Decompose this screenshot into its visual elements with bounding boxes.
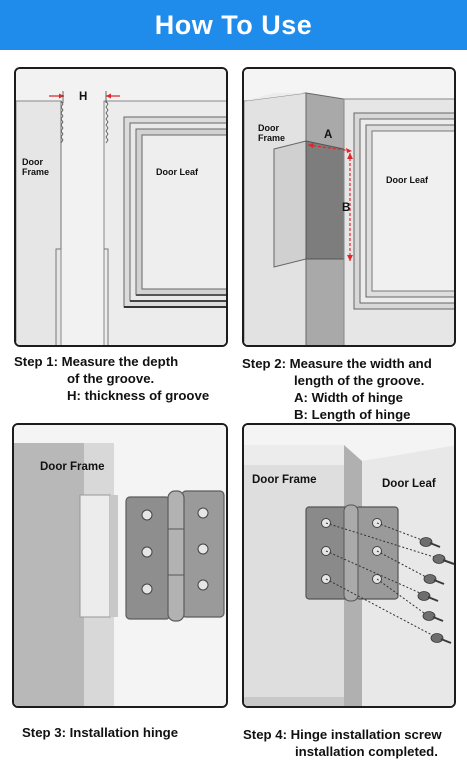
label-door-leaf-2: Door Leaf bbox=[386, 175, 429, 185]
step4-line1: Step 4: Hinge installation screw bbox=[243, 727, 442, 742]
panel-step3-illustration: Door Frame bbox=[12, 423, 228, 708]
label-door-leaf-4: Door Leaf bbox=[382, 478, 436, 490]
step2-line3: A: Width of hinge bbox=[294, 390, 404, 405]
step4-caption: Step 4: Hinge installation screw install… bbox=[243, 726, 442, 760]
step1-line1: Step 1: Measure the depth bbox=[14, 354, 179, 369]
header-banner: How To Use bbox=[0, 0, 467, 50]
page-title: How To Use bbox=[154, 9, 313, 40]
step1-line2: of the groove. bbox=[67, 371, 155, 386]
groove-depth-diagram bbox=[16, 69, 226, 345]
label-door-frame-2: Door Frame bbox=[258, 123, 285, 144]
step3-caption: Step 3: Installation hinge bbox=[22, 724, 178, 741]
step2-line1: Step 2: Measure the width and bbox=[242, 356, 432, 371]
screw-installation-diagram bbox=[244, 425, 454, 706]
label-door-frame-3: Door Frame bbox=[40, 461, 105, 473]
panel-step4-illustration: Door Frame Door Leaf bbox=[242, 423, 456, 708]
panel-step1-illustration: H Door Frame Door Leaf bbox=[14, 67, 228, 347]
label-door-frame-1-line1: Door bbox=[22, 157, 43, 167]
step4-line2: installation completed. bbox=[295, 744, 438, 759]
label-h: H bbox=[79, 91, 88, 103]
panel-step2-illustration: Door Frame A B Door Leaf bbox=[242, 67, 456, 347]
label-door-leaf-1: Door Leaf bbox=[156, 167, 199, 177]
step2-caption: Step 2: Measure the width and length of … bbox=[242, 355, 432, 423]
label-door-frame-1-line2: Frame bbox=[22, 167, 50, 178]
groove-size-diagram bbox=[244, 69, 454, 345]
step2-line2: length of the groove. bbox=[294, 373, 425, 388]
step2-line4: B: Length of hinge bbox=[294, 407, 411, 422]
label-door-frame-4: Door Frame bbox=[252, 474, 317, 486]
step1-line3: H: thickness of groove bbox=[67, 388, 210, 403]
label-a: A bbox=[324, 129, 333, 141]
label-door-frame-1: Door Frame bbox=[22, 157, 49, 178]
hinge-placement-diagram bbox=[14, 425, 226, 706]
step1-caption: Step 1: Measure the depth of the groove.… bbox=[14, 353, 209, 404]
label-b: B bbox=[342, 202, 351, 214]
label-door-frame-2-line1: Door bbox=[258, 123, 279, 133]
label-door-frame-2-line2: Frame bbox=[258, 133, 286, 144]
step3-line1: Step 3: Installation hinge bbox=[22, 725, 179, 740]
